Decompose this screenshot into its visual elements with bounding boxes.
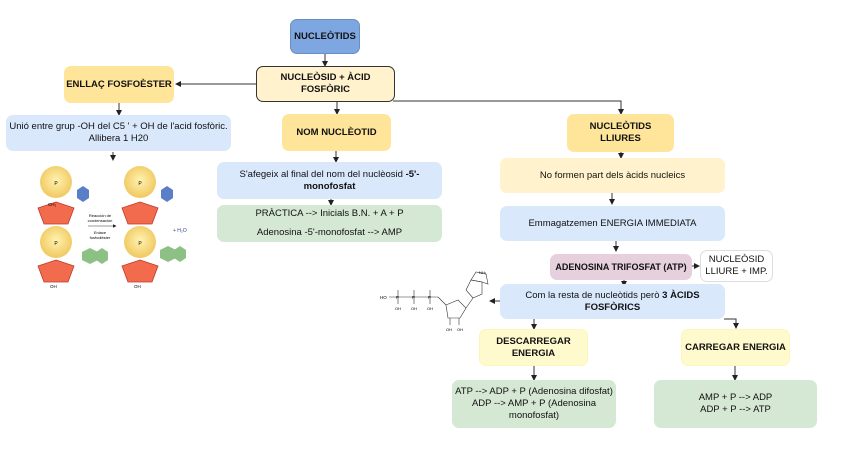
sugar-icon xyxy=(37,201,75,225)
arrow-root-to-right xyxy=(393,100,624,115)
sugar-icon xyxy=(37,259,75,283)
p-label: P xyxy=(138,181,142,187)
phosphoester-title-node: ENLLAÇ FOSFOÈSTER xyxy=(64,66,174,103)
ch2-label: CH₂ xyxy=(48,202,56,207)
nh2-label: NH₂ xyxy=(479,270,487,275)
base-purine-icon xyxy=(161,186,173,202)
free-nucleotides-title-node: NUCLEÒTIDS LLIURES xyxy=(567,114,674,152)
practice-node: PRÀCTICA --> Inicials B.N. + A + P Adeno… xyxy=(217,205,442,242)
atp-node: ADENOSINA TRIFOSFAT (ATP) xyxy=(550,254,692,280)
free-nucleoside-line1: NUCLEÒSID xyxy=(708,254,765,265)
p-label: P xyxy=(396,295,399,300)
arrow-rest-to-charge xyxy=(724,318,739,329)
sugar-icon xyxy=(121,201,159,225)
phosphate-icon xyxy=(40,166,72,198)
charge-line1: AMP + P --> ADP xyxy=(698,392,773,403)
title-node: NUCLEÒTIDS xyxy=(290,19,360,54)
three-phosphates-node: Com la resta de nucleòtids però 3 ÀCIDS … xyxy=(500,284,725,319)
phosphate-icon xyxy=(124,166,156,198)
charge-energy-desc-node: AMP + P --> ADP ADP + P --> ATP xyxy=(654,380,817,428)
base-purine-icon xyxy=(77,186,89,202)
oh-label: OH xyxy=(427,306,433,311)
p-label: P xyxy=(54,181,58,187)
oh-label: OH xyxy=(134,284,141,289)
free-nucleoside-line2: LLIURE + IMP. xyxy=(705,266,768,277)
discharge-energy-title-node: DESCARREGAR ENERGIA xyxy=(479,329,588,366)
p-label: P xyxy=(54,241,58,247)
oh-label: OH xyxy=(395,306,401,311)
oh-label: OH xyxy=(446,327,452,332)
free-nucleotides-desc2-node: Emmagatzemen ENERGIA IMMEDIATA xyxy=(500,206,725,241)
discharge-line2: ADP --> AMP + P (Adenosina monofosfat) xyxy=(471,398,597,421)
base-pyrimidine-icon xyxy=(82,248,98,264)
nucleotide-name-desc-text: S'afegeix al final del nom del nuclèosid xyxy=(239,168,406,180)
reaction-label: condensación xyxy=(88,218,113,223)
charge-line2: ADP + P --> ATP xyxy=(700,404,771,415)
ho-label: HO xyxy=(380,295,387,300)
discharge-energy-desc-node: ATP --> ADP + P (Adenosina difosfat) ADP… xyxy=(452,380,616,428)
three-phosphates-bold: 3 ÀCIDS FOSFÒRICS xyxy=(584,289,700,313)
p-label: P xyxy=(428,295,431,300)
practice-line2: Adenosina -5'-monofosfat --> AMP xyxy=(256,227,403,238)
phosphoester-desc-node: Unió entre grup -OH del C5 ' + OH de l'a… xyxy=(6,115,231,151)
reaction-label: Reacción de xyxy=(89,213,112,218)
phosphate-icon xyxy=(40,226,72,258)
condensation-reaction-figure: P CH₂ OH P OH Reacción de condensación E… xyxy=(37,166,187,289)
nucleotide-name-desc-bold: -5'-monofosfat xyxy=(303,168,420,192)
phosphoester-desc-line2: Allibera 1 H20 xyxy=(88,133,149,144)
atp-molecule-figure: HO P P P OH OH OH OH OH NH₂ xyxy=(380,270,489,332)
phosphate-icon xyxy=(124,226,156,258)
sugar-icon xyxy=(121,259,159,283)
bond-label: Enlace xyxy=(94,230,107,235)
discharge-line1: ATP --> ADP + P (Adenosina difosfat) xyxy=(455,386,613,397)
practice-line1: PRÀCTICA --> Inicials B.N. + A + P xyxy=(255,208,404,219)
bond-label: fosfodiéster xyxy=(90,235,111,240)
charge-energy-title-node: CARREGAR ENERGIA xyxy=(681,329,790,366)
nucleotide-name-title-node: NOM NUCLÈOTID xyxy=(282,114,391,151)
free-nucleoside-node: NUCLEÒSID LLIURE + IMP. xyxy=(700,250,773,282)
three-phosphates-text: Com la resta de nucleòtids però xyxy=(525,289,663,301)
phosphoester-desc-line1: Unió entre grup -OH del C5 ' + OH de l'a… xyxy=(9,121,228,132)
water-label: + H₂O xyxy=(173,228,187,234)
nucleotide-name-desc-node: S'afegeix al final del nom del nuclèosid… xyxy=(217,162,442,199)
p-label: P xyxy=(412,295,415,300)
free-nucleotides-desc1-node: No formen part dels àcids nucleics xyxy=(500,158,725,193)
oh-label: OH xyxy=(411,306,417,311)
p-label: P xyxy=(138,241,142,247)
base-pyrimidine-icon xyxy=(160,246,176,262)
root-node: NUCLEÒSID + ÀCID FOSFÒRIC xyxy=(256,66,395,102)
oh-label: OH xyxy=(50,284,57,289)
oh-label: OH xyxy=(457,327,463,332)
